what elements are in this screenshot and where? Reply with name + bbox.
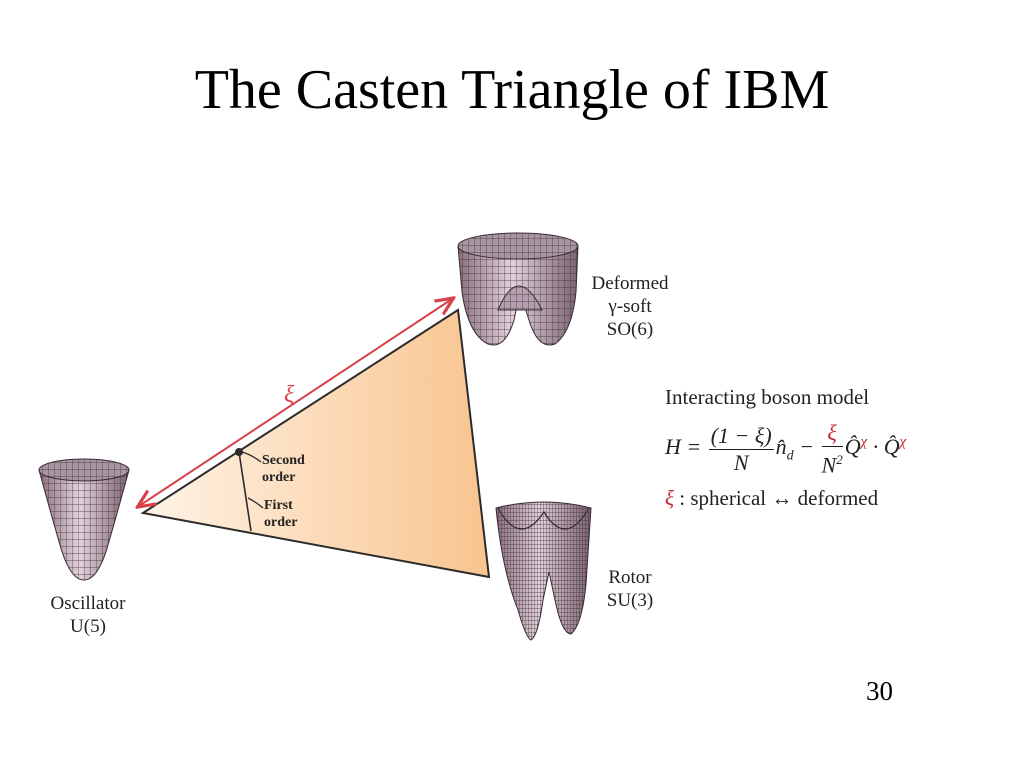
phase-transition-line: [238, 451, 252, 532]
first-order-line1: First: [264, 498, 293, 513]
eq-numerator-1: (1 − ξ): [708, 422, 774, 450]
eq-chi1: χ: [860, 433, 868, 450]
second-order-label: Second order: [262, 452, 305, 486]
second-order-line1: Second: [262, 453, 305, 468]
xi-label: ξ: [284, 382, 295, 408]
first-order-label: First order: [264, 497, 297, 531]
critical-point: [235, 448, 243, 456]
eq-nd-sub: d: [786, 448, 794, 464]
eq-lhs: H =: [665, 434, 707, 460]
eq-dot: ·: [867, 434, 884, 460]
eq-minus: −: [793, 434, 820, 460]
so6-type: γ-soft: [608, 296, 652, 317]
second-order-pointer: [241, 451, 262, 463]
su3-vertex-label: Rotor SU(3): [580, 566, 680, 612]
u5-vertex-label: Oscillator U(5): [28, 592, 148, 638]
casten-triangle: [140, 308, 491, 579]
xi-arrow: [139, 299, 452, 506]
su3-potential-surface-icon: [495, 501, 592, 641]
first-order-line2: order: [264, 515, 298, 530]
ibm-heading: Interacting boson model: [665, 385, 870, 409]
eq-q1: Q̂: [844, 434, 861, 460]
eq-den2: N: [821, 452, 837, 478]
xi-definition: ξ : spherical ↔ deformed: [665, 486, 878, 511]
second-order-line2: order: [262, 470, 296, 485]
u5-symmetry: U(5): [70, 616, 106, 637]
su3-symmetry: SU(3): [606, 590, 654, 611]
xi-definition-symbol: ξ: [665, 486, 674, 510]
xi-definition-text: : spherical ↔ deformed: [674, 486, 879, 510]
so6-symmetry: SO(6): [606, 319, 654, 340]
so6-vertex-label: Deformed γ-soft SO(6): [570, 272, 690, 341]
eq-numerator-2: ξ: [821, 420, 843, 447]
eq-denominator-1: N: [733, 449, 749, 475]
eq-chi2: χ: [899, 433, 907, 450]
eq-denominator-2: N2: [822, 447, 843, 478]
slide-title: The Casten Triangle of IBM: [194, 59, 830, 121]
first-order-pointer: [247, 497, 264, 509]
su3-name: Rotor: [608, 567, 652, 588]
page-number: 30: [866, 676, 893, 706]
eq-den2-sup: 2: [836, 452, 843, 467]
eq-fraction-1: (1 − ξ)N: [708, 422, 774, 476]
so6-potential-surface-icon: [457, 232, 579, 346]
eq-q2: Q̂: [883, 434, 900, 460]
u5-potential-surface-icon: [38, 458, 130, 581]
so6-name: Deformed: [591, 273, 669, 294]
u5-name: Oscillator: [50, 593, 126, 614]
eq-nd: n̂: [775, 434, 787, 460]
